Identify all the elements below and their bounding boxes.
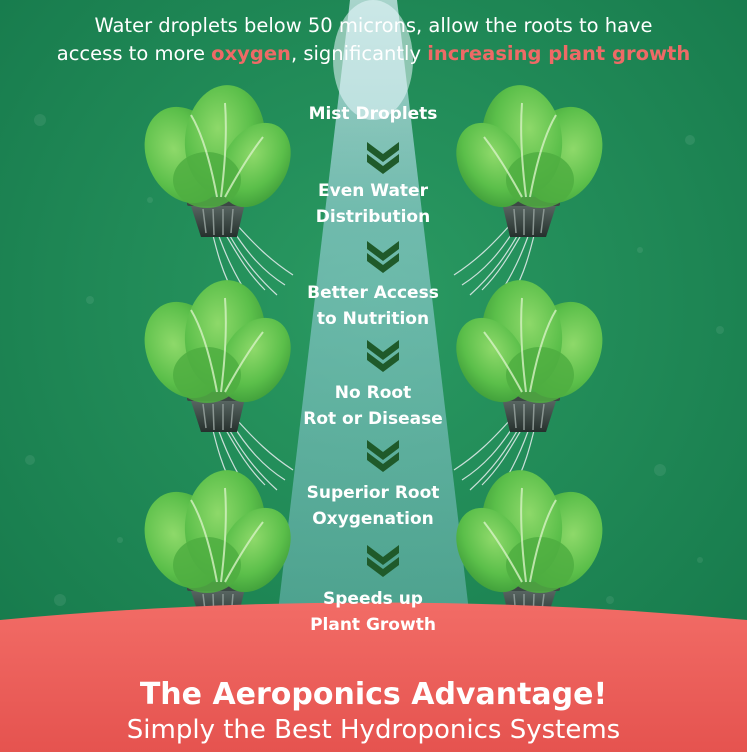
chevron-down-icon [367, 440, 399, 472]
step-no-root-rot-or-disease: No Root Rot or Disease [223, 380, 523, 432]
step-even-water-distribution: Even Water Distribution [223, 178, 523, 230]
chevron-down-icon [367, 142, 399, 174]
headline-line-1: Water droplets below 50 microns, allow t… [94, 14, 653, 37]
chevron-down-icon [367, 545, 399, 577]
step-superior-root-oxygenation: Superior Root Oxygenation [223, 480, 523, 532]
step-better-access-to-nutrition: Better Access to Nutrition [223, 280, 523, 332]
step-line-2: Distribution [315, 207, 431, 227]
step-line-1: Better Access [307, 283, 439, 303]
step-line-1: No Root [334, 383, 412, 403]
step-line-1: Speeds up [323, 589, 423, 609]
step-line-2: to Nutrition [316, 309, 430, 329]
headline-middle: , significantly [290, 42, 428, 65]
step-mist-droplets: Mist Droplets [223, 101, 523, 127]
step-line-1: Mist Droplets [308, 104, 438, 124]
step-line-2: Oxygenation [312, 509, 434, 529]
highlight-growth: increasing plant growth [427, 42, 691, 65]
step-line-1: Superior Root [306, 483, 440, 503]
footer-banner [0, 602, 747, 752]
step-line-2: Rot or Disease [303, 409, 443, 429]
footer-subtitle: Simply the Best Hydroponics Systems [126, 715, 621, 745]
highlight-oxygen: oxygen [211, 42, 291, 65]
chevron-down-icon [367, 241, 399, 273]
chevron-down-icon [367, 340, 399, 372]
headline-prefix: access to more [56, 42, 212, 65]
footer-title: The Aeroponics Advantage! [139, 677, 608, 712]
step-speeds-up-plant-growth: Speeds up Plant Growth [223, 586, 523, 638]
headline: Water droplets below 50 microns, allow t… [0, 12, 747, 68]
step-line-2: Plant Growth [310, 615, 436, 635]
headline-line-2: access to more oxygen, significantly inc… [0, 40, 747, 68]
step-line-1: Even Water [318, 181, 428, 201]
